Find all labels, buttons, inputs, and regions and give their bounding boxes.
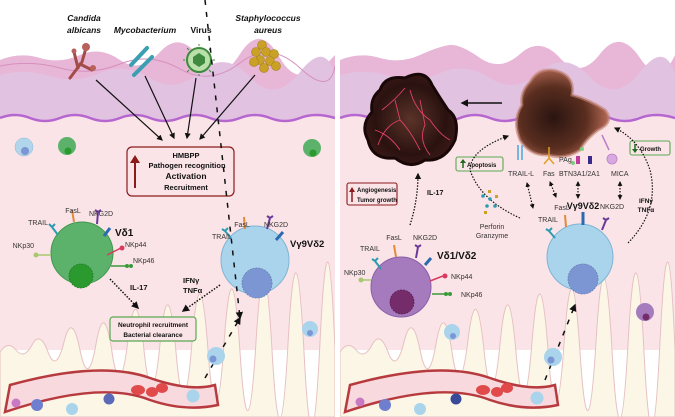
- vd1-receptor-nkp44: NKp44: [125, 242, 147, 249]
- vg9r-receptor-trail: TRAIL: [538, 217, 558, 224]
- vd1-cell: TRAIL FasL NKG2D NKp30 NKp44 NKp46 Vδ1: [13, 208, 155, 289]
- tumor-box-line-1: Angiogenesis: [357, 188, 397, 194]
- ligand-btn3a1: BTN3A1/2A1: [559, 171, 600, 178]
- vd1-cell-name: Vδ1: [115, 228, 134, 239]
- small-cell-green: [58, 137, 76, 155]
- ifng-label: IFNγ: [183, 276, 200, 285]
- small-cell-green-right: [303, 139, 321, 157]
- invasive-tumor: [363, 72, 458, 166]
- activation-line-4: Recruitment: [164, 183, 208, 192]
- apoptosis-box: Apoptosis: [455, 156, 504, 172]
- vd12-receptor-nkp46: NKp46: [461, 292, 483, 299]
- growth-box: Growth: [629, 140, 671, 156]
- perforin-label: Perforin: [480, 224, 505, 231]
- vd12-receptor-trail: TRAIL: [360, 246, 380, 253]
- vg9r-cell-name: Vγ9Vδ2: [567, 201, 599, 211]
- vg9-receptor-trail: TRAIL: [212, 234, 232, 241]
- vd12-receptor-fasl: FasL: [386, 235, 402, 242]
- vg9r-receptor-nkg2d: NKG2D: [600, 204, 624, 211]
- small-cell-purple: [636, 303, 654, 321]
- migrating-cell-right: [544, 348, 562, 366]
- staphylococcus-icon: [249, 40, 281, 73]
- vd1-receptor-nkg2d: NKG2D: [89, 211, 113, 218]
- blood-vessel: [3, 369, 220, 415]
- pag-label: PAg: [559, 157, 572, 164]
- tnfa-label: TNFα: [183, 286, 203, 295]
- vd12-receptor-nkg2d: NKG2D: [413, 235, 437, 242]
- vd1-receptor-nkp30: NKp30: [13, 243, 35, 250]
- right-panel: TRAIL-L Fas BTN3A1/2A1 MICA PAg Angiogen…: [340, 0, 675, 417]
- ligand-trail-l: TRAIL-L: [508, 171, 534, 178]
- blood-vessel-right: [343, 369, 560, 415]
- label-albicans: albicans: [67, 25, 101, 35]
- ligand-mica: MICA: [611, 171, 629, 178]
- granzyme-label: Granzyme: [476, 233, 508, 240]
- vd1-receptor-trail: TRAIL: [28, 220, 48, 227]
- vd1-receptor-nkp46: NKp46: [133, 258, 155, 265]
- vg9-cell-name: Vγ9Vδ2: [290, 239, 324, 250]
- vd1-receptor-fasl: FasL: [65, 208, 81, 215]
- tumor-growth-box: Angiogenesis Tumor growth: [346, 182, 398, 206]
- label-aureus: aureus: [254, 25, 282, 35]
- il17-arrow: [109, 278, 140, 310]
- apoptosis-label: Apoptosis: [467, 163, 497, 169]
- left-panel: Candida albicans Mycobacterium Virus Sta…: [0, 0, 335, 417]
- candida-icon: [68, 43, 96, 80]
- vg9-receptor-fasl: FasL: [234, 222, 250, 229]
- outcome-box: Neutrophil recruitment Bacterial clearan…: [109, 316, 197, 342]
- label-staphylococcus: Staphylococcus: [235, 13, 300, 23]
- migrating-cell: [207, 347, 225, 365]
- ifng-label-right: IFNγ: [639, 198, 653, 205]
- interaction-arrows: [469, 127, 653, 244]
- activation-box: HMBPP Pathogen recognition Activation Re…: [126, 146, 235, 197]
- label-candida: Candida: [67, 13, 101, 23]
- activation-line-1: HMBPP: [172, 151, 199, 160]
- small-cell-blue-right: [302, 321, 318, 337]
- tumor-ligands: TRAIL-L Fas BTN3A1/2A1 MICA PAg: [508, 134, 629, 178]
- il17-label: IL-17: [130, 283, 148, 292]
- outcome-line-1: Neutrophil recruitment: [118, 322, 189, 329]
- migration-arrow-right: [544, 303, 577, 381]
- vd12-cell-name: Vδ1/Vδ2: [437, 251, 477, 262]
- primary-tumor: [515, 68, 611, 159]
- outcome-line-2: Bacterial clearance: [123, 332, 183, 339]
- vg9r-receptor-fasl: FasL: [554, 205, 570, 212]
- mycobacterium-icon: [129, 46, 154, 77]
- vg9vd2-cell: TRAIL FasL NKG2D Vγ9Vδ2: [212, 215, 324, 299]
- vd12-receptor-nkp44: NKp44: [451, 274, 473, 281]
- migration-arrow: [204, 0, 244, 320]
- small-cell-blue: [14, 137, 34, 157]
- basement-membrane: [0, 113, 335, 123]
- small-cell-blue-r2: [444, 324, 460, 340]
- label-virus: Virus: [190, 25, 211, 35]
- perforin-granules: [481, 190, 498, 214]
- label-mycobacterium: Mycobacterium: [114, 25, 177, 35]
- vg9-receptor-nkg2d: NKG2D: [264, 222, 288, 229]
- activation-line-2: Pathogen recognition: [148, 161, 226, 170]
- activation-line-3: Activation: [165, 171, 206, 181]
- vd12-receptor-nkp30: NKp30: [344, 270, 366, 277]
- vg9vd2-cell-right: TRAIL FasL NKG2D Vγ9Vδ2: [538, 201, 624, 295]
- vd1vd2-cell: TRAIL FasL NKG2D NKp30 NKp44 NKp46 Vδ1/V…: [344, 235, 483, 318]
- tumor-box-line-2: Tumor growth: [357, 198, 397, 204]
- ligand-fas: Fas: [543, 171, 555, 178]
- il17-label-right: IL-17: [427, 190, 443, 197]
- il17-arrow-right: [409, 172, 422, 226]
- tnfa-label-right: TNFα: [638, 207, 655, 214]
- growth-label: Growth: [640, 147, 661, 153]
- pathogen-arrows: [95, 74, 256, 141]
